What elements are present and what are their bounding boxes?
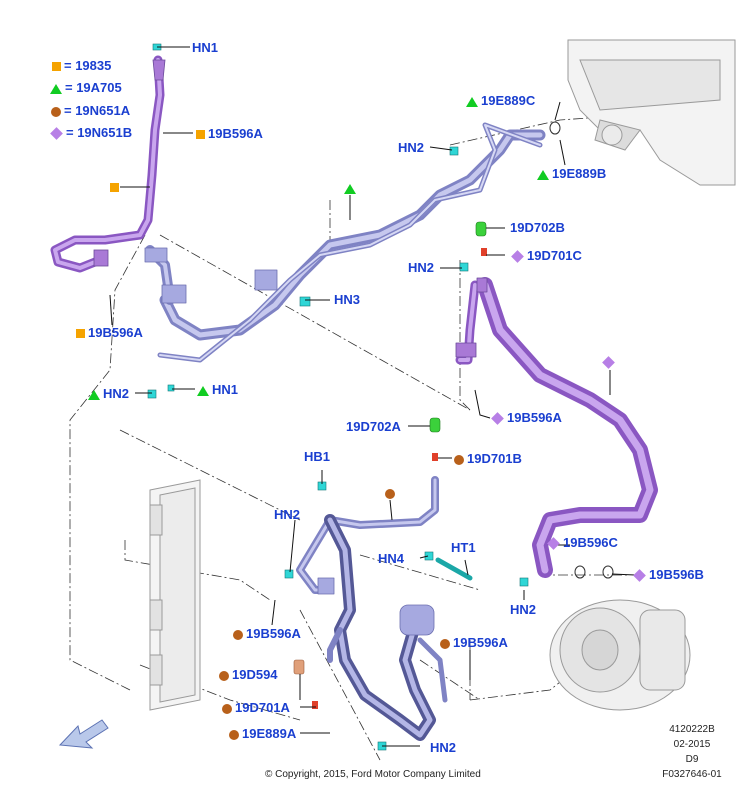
callout-19e889a: 19E889A <box>229 726 296 741</box>
diamond-marker-icon <box>547 537 560 550</box>
legend-text: = 19A705 <box>65 80 122 95</box>
callout-hn4: HN4 <box>378 551 405 566</box>
copyright-text: © Copyright, 2015, Ford Motor Company Li… <box>265 769 481 780</box>
circle-marker-icon <box>233 629 243 640</box>
callout-19b596a-top: 19B596A <box>196 126 263 141</box>
callout-text: 19E889B <box>552 166 607 181</box>
callout-19d701a: 19D701A <box>222 700 290 715</box>
triangle-marker-icon <box>50 83 62 94</box>
triangle-marker-icon <box>197 385 209 396</box>
evaporator-unit <box>567 39 736 186</box>
callout-19d701c: 19D701C <box>511 248 582 263</box>
square-marker-icon <box>196 130 205 140</box>
callout-text: 19B596A <box>88 325 143 340</box>
diamond-marker-icon <box>511 250 524 263</box>
circle-marker-icon <box>229 729 239 740</box>
callout-hn3: HN3 <box>334 292 361 307</box>
legend-item-circle: = 19N651A <box>51 103 130 118</box>
callout-text: 19B596A <box>208 126 263 141</box>
callout-19d594: 19D594 <box>219 667 278 682</box>
circle-marker-icon <box>440 638 450 649</box>
callout-19b596a-lowmid: 19B596A <box>440 635 508 650</box>
callout-hn1-top: HN1 <box>192 40 219 55</box>
circle-marker-icon <box>454 454 464 465</box>
square-marker-icon <box>52 62 61 72</box>
callout-19b596a-low: 19B596A <box>233 626 301 641</box>
callout-hn2-mid: HN2 <box>408 260 435 275</box>
circle-marker-icon <box>222 703 232 714</box>
callout-hn1-left: HN1 <box>197 382 238 397</box>
callout-hn2-right: HN2 <box>510 602 537 617</box>
triangle-marker-icon <box>88 389 100 400</box>
blue-pipe-lower <box>296 476 448 741</box>
callout-text: 19B596B <box>649 567 704 582</box>
triangle-marker-icon <box>466 96 478 107</box>
legend-text: = 19835 <box>64 58 112 73</box>
legend-text: = 19N651A <box>64 103 131 118</box>
condenser-unit <box>149 479 201 711</box>
leader-lines <box>109 46 636 747</box>
callout-text: HN2 <box>103 386 130 401</box>
square-marker-icon <box>76 329 85 339</box>
legend-item-square: = 19835 <box>52 58 111 73</box>
callout-text: 19B596A <box>453 635 508 650</box>
legend-item-triangle: = 19A705 <box>50 80 122 95</box>
ref-code-3: D9 <box>685 754 699 765</box>
callout-19d702b: 19D702B <box>510 220 565 235</box>
callout-hn2-left: HN2 <box>88 386 129 401</box>
callout-hn2-upper: HN2 <box>398 140 425 155</box>
callout-19b596a-left: 19B596A <box>76 325 143 340</box>
clips <box>147 43 614 751</box>
callout-text: 19D594 <box>232 667 278 682</box>
diamond-marker-icon <box>633 569 646 582</box>
triangle-marker-icon <box>537 169 549 180</box>
purple-pipe-right <box>455 277 658 578</box>
callout-hb1: HB1 <box>304 449 331 464</box>
diamond-marker-icon <box>50 127 63 140</box>
callout-19e889b: 19E889B <box>537 166 606 181</box>
legend-item-diamond: = 19N651B <box>50 125 132 140</box>
circle-marker-icon <box>219 670 229 681</box>
callout-text: 19D701C <box>527 248 582 263</box>
callout-text: 19E889C <box>481 93 536 108</box>
ref-code-4: F0327646-01 <box>662 769 722 780</box>
compressor-unit <box>549 599 691 711</box>
callout-19d701b: 19D701B <box>454 451 522 466</box>
callout-19e889c: 19E889C <box>466 93 535 108</box>
callout-text: 19D701A <box>235 700 290 715</box>
callout-19d702a: 19D702A <box>346 419 401 434</box>
callout-ht1: HT1 <box>451 540 476 555</box>
callout-19b596a-mid: 19B596A <box>491 410 562 425</box>
callout-hn2-low: HN2 <box>274 507 301 522</box>
ref-code-1: 4120222B <box>669 724 715 735</box>
legend-text: = 19N651B <box>66 125 133 140</box>
callout-19b596c: 19B596C <box>547 535 618 550</box>
purple-pipe-left <box>50 55 166 273</box>
direction-arrow <box>58 719 109 749</box>
diamond-marker-icon <box>491 412 504 425</box>
blue-pipe-central <box>144 122 546 363</box>
callout-text: 19D701B <box>467 451 522 466</box>
callout-text: 19B596C <box>563 535 618 550</box>
callout-text: 19B596A <box>246 626 301 641</box>
callout-text: 19E889A <box>242 726 297 741</box>
callout-19b596b: 19B596B <box>633 567 704 582</box>
callout-text: 19B596A <box>507 410 562 425</box>
callout-hn2-bottom: HN2 <box>430 740 457 755</box>
circle-marker-icon <box>51 106 61 117</box>
callout-text: HN1 <box>212 382 239 397</box>
ref-code-2: 02-2015 <box>673 739 711 750</box>
